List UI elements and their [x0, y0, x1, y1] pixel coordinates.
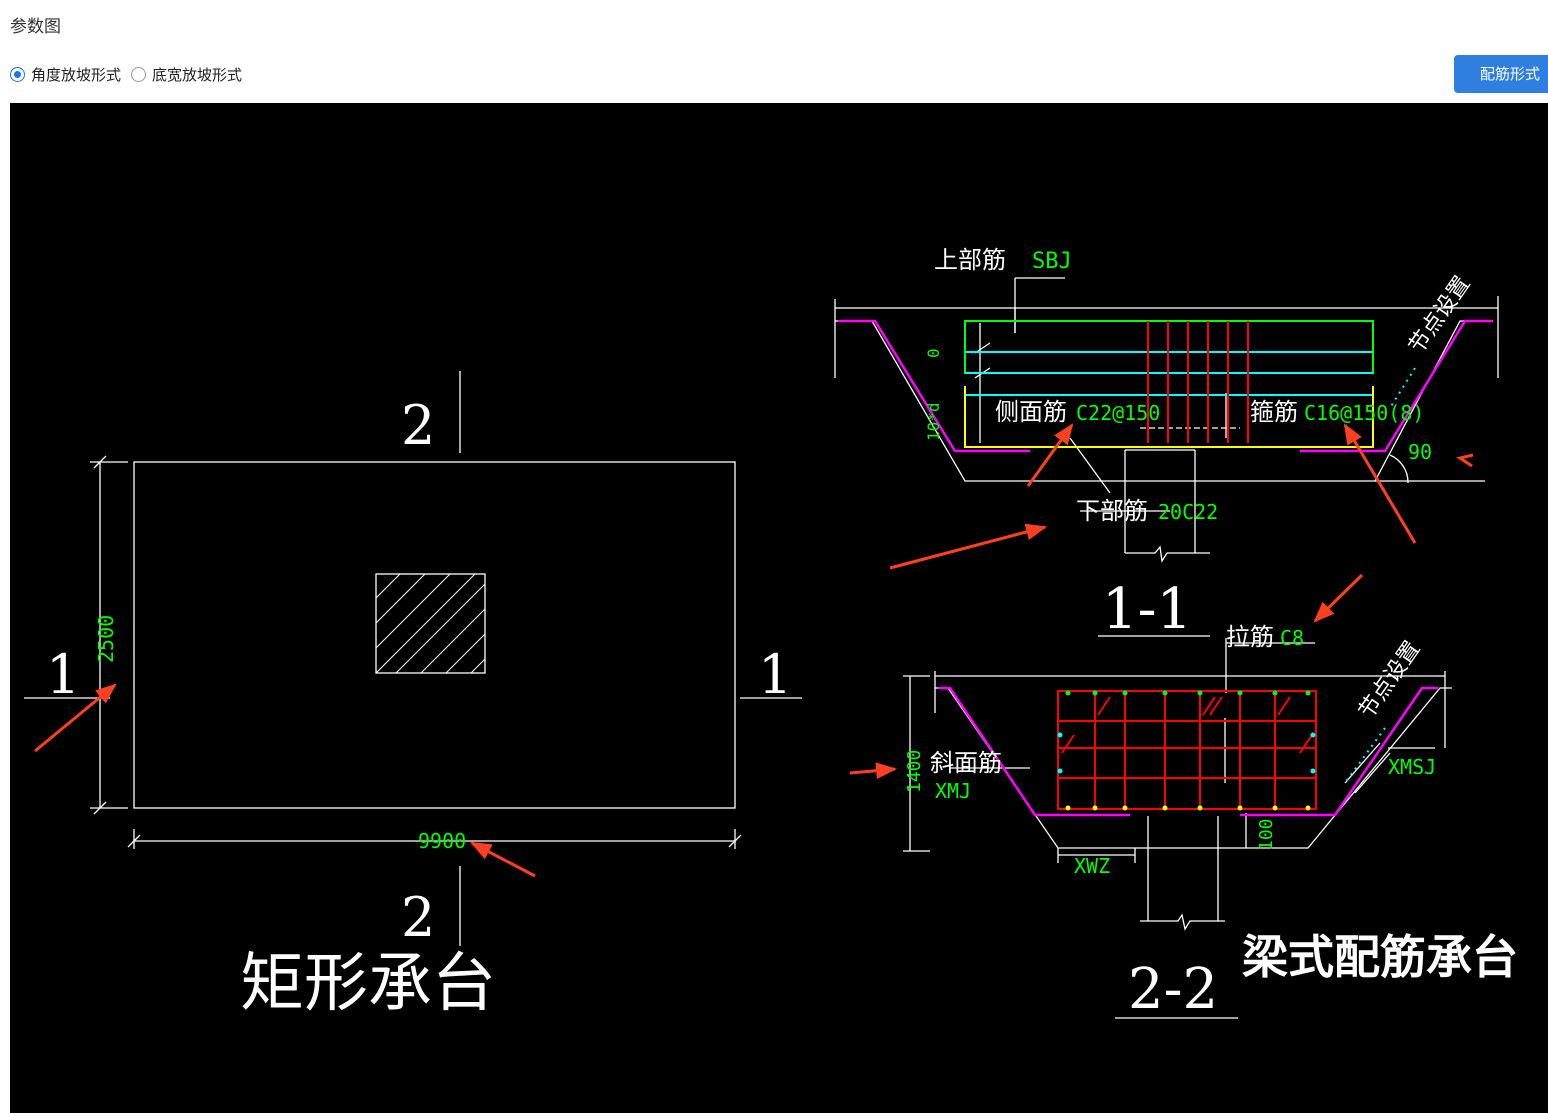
page-title: 参数图: [10, 17, 61, 37]
node-setting-1-1: 节点设置: [1404, 272, 1475, 358]
arrow-tie-rebar: [1313, 573, 1364, 623]
slope-top-value: XMSJ: [1388, 755, 1436, 779]
width-dimension: 9900: [418, 829, 466, 853]
section-mark-bottom: 2: [401, 886, 435, 949]
section-2-2: [903, 638, 1452, 1019]
slope-mode-radio-group: 角度放坡形式 底宽放坡形式: [10, 62, 252, 86]
arrow-stirrup: [1343, 423, 1417, 544]
height-1400: 1400: [904, 750, 925, 793]
top-rebar-value: SBJ: [1032, 249, 1072, 274]
arrow-height-dim: [34, 683, 117, 753]
dim-zero: 0: [924, 348, 943, 358]
column-hatch: [375, 573, 486, 674]
plan-labels: 2 2 1 1 9900 2500 矩形承台: [46, 394, 792, 1021]
section-mark-left: 1: [46, 643, 80, 706]
slope-rebar-label: 斜面筋: [930, 749, 1002, 777]
section-1-1: [834, 277, 1499, 637]
height-dimension: 2500: [94, 615, 118, 663]
arrow-angle: [1456, 453, 1474, 468]
stirrup-label: 箍筋: [1250, 398, 1298, 426]
beam-cap-title: 梁式配筋承台: [1242, 930, 1518, 984]
section-2-2-caption: 2-2: [1128, 957, 1218, 1022]
section-1-1-caption: 1-1: [1102, 577, 1192, 642]
radio-label-bottom-width: 底宽放坡形式: [152, 65, 243, 84]
cad-drawing: 2 2 1 1 9900 2500 矩形承台: [24, 246, 1518, 1022]
side-rebar-label: 侧面筋: [995, 398, 1067, 426]
cover-100: 100: [1256, 818, 1277, 851]
arrow-width-dim: [470, 841, 536, 878]
radio-label-angle: 角度放坡形式: [31, 65, 122, 84]
section-mark-right: 1: [758, 643, 792, 706]
angle-value: 90: [1408, 440, 1432, 464]
section-1-1-labels: 上部筋 SBJ 侧面筋 C22@150 箍筋 C16@150(8) 下部筋 20…: [924, 246, 1475, 642]
node-setting-2-2: 节点设置: [1354, 637, 1425, 723]
cad-drawing-canvas[interactable]: 2 2 1 1 9900 2500 矩形承台: [10, 103, 1548, 1113]
tie-rebar-value: C8: [1280, 626, 1304, 650]
bottom-rebar-value: 20C22: [1158, 500, 1218, 524]
rebar-form-button[interactable]: 配筋形式: [1454, 55, 1548, 93]
arrow-slope-rebar: [849, 762, 898, 780]
tie-rebar-label: 拉筋: [1226, 623, 1274, 651]
slope-rebar-value: XMJ: [935, 779, 971, 803]
radio-bottom-width-slope[interactable]: 底宽放坡形式: [131, 64, 242, 85]
side-rebar-value: C22@150: [1076, 401, 1160, 425]
pile-cap-outline: [133, 461, 736, 809]
radio-selected-indicator[interactable]: [10, 66, 25, 82]
section-2-2-labels: 拉筋 C8 斜面筋 XMJ XMSJ XWZ 节点设置 1400 100 2-2…: [904, 623, 1518, 1022]
plan-view: [24, 371, 802, 946]
arrow-bottom-rebar: [889, 523, 1048, 570]
radio-angle-slope[interactable]: 角度放坡形式: [10, 64, 121, 85]
plan-caption: 矩形承台: [240, 947, 496, 1021]
slope-width-value: XWZ: [1074, 854, 1110, 878]
section-mark-top: 2: [401, 394, 435, 457]
annotation-arrows: [34, 423, 1474, 878]
arrow-side-rebar: [1026, 423, 1074, 487]
column-hatch-box: [375, 573, 486, 674]
stirrup-value: C16@150(8): [1304, 401, 1424, 425]
top-rebar-label: 上部筋: [934, 246, 1006, 274]
radio-unselected-indicator[interactable]: [131, 66, 147, 82]
dim-10d: 10*d: [924, 402, 943, 441]
rebar-dots: [1057, 690, 1316, 811]
bottom-rebar-label: 下部筋: [1076, 497, 1148, 525]
